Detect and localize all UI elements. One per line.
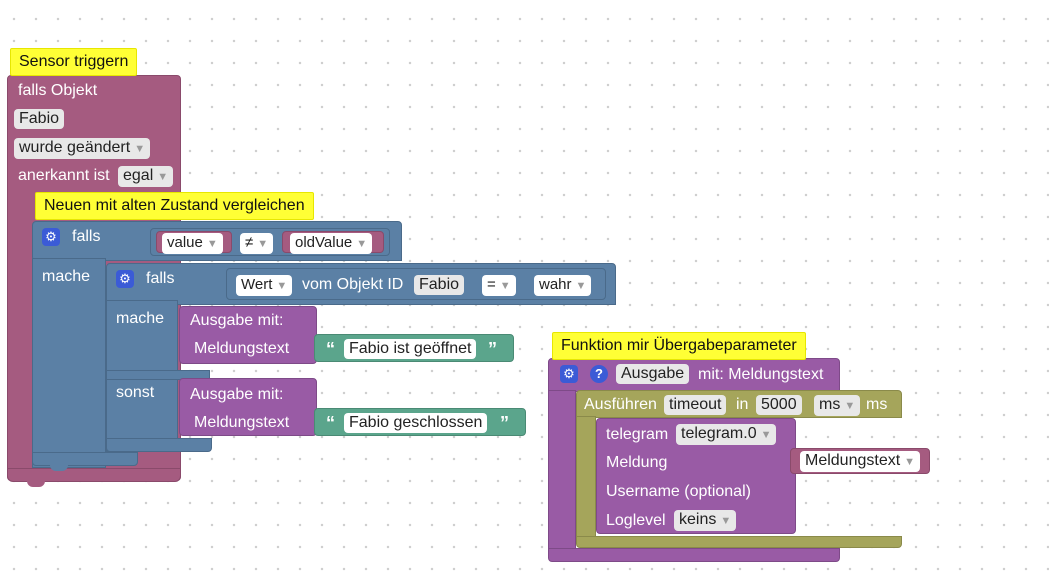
delay-input[interactable]: 5000 (756, 395, 802, 415)
function-name-text: Ausgabe (621, 365, 685, 382)
chevron-down-icon: ▼ (356, 238, 368, 250)
gear-icon[interactable]: ⚙ (116, 270, 134, 288)
block-notch (27, 481, 45, 487)
unit-label: ms (866, 396, 888, 413)
timeout-variable[interactable]: timeout (664, 395, 727, 415)
call-ausgabe-open[interactable] (179, 306, 317, 364)
falls-objekt-label: falls Objekt (18, 82, 98, 99)
outer-mache-label: mache (42, 268, 91, 285)
inner-operator-dropdown[interactable]: =▼ (482, 275, 516, 296)
oldvalue-dropdown-text: oldValue (295, 234, 353, 251)
call-open-param: Meldungstext (194, 340, 290, 357)
chevron-down-icon: ▼ (276, 280, 288, 292)
wert-dropdown-text: Wert (241, 276, 273, 293)
text-closed-value-text: Fabio geschlossen (349, 414, 483, 431)
trigger-object-id-text: Fabio (19, 110, 60, 127)
ack-dropdown-text: egal (123, 167, 154, 184)
quote-open-icon: “ (326, 413, 335, 433)
loglevel-label: Loglevel (606, 512, 666, 529)
chevron-down-icon: ▼ (760, 429, 772, 441)
telegram-instance-dropdown[interactable]: telegram.0▼ (676, 424, 777, 445)
inner-operator-text: = (487, 276, 496, 293)
meldung-label: Meldung (606, 454, 668, 471)
loglevel-dropdown-text: keins (679, 511, 717, 528)
text-closed-value[interactable]: Fabio geschlossen (344, 413, 488, 433)
inner-object-id-text: Fabio (419, 276, 460, 293)
call-open-label: Ausgabe mit: (190, 312, 284, 329)
username-label: Username (optional) (606, 483, 751, 500)
telegram-label: telegram (606, 426, 669, 443)
changed-dropdown[interactable]: wurde geändert▼ (14, 138, 151, 159)
chevron-down-icon: ▼ (844, 400, 856, 412)
comment-function[interactable]: Funktion mir Übergabeparameter (552, 332, 806, 360)
telegram-instance-text: telegram.0 (681, 425, 757, 442)
wahr-dropdown[interactable]: wahr▼ (534, 275, 592, 296)
operator-text: ≠ (245, 234, 254, 251)
block-notch (50, 465, 68, 471)
chevron-down-icon: ▼ (134, 143, 146, 155)
oldvalue-dropdown[interactable]: oldValue▼ (290, 233, 373, 254)
meldungstext-dropdown[interactable]: Meldungstext▼ (800, 451, 921, 472)
chevron-down-icon: ▼ (257, 238, 269, 250)
comment-sensor[interactable]: Sensor triggern (10, 48, 138, 76)
chevron-down-icon: ▼ (499, 280, 511, 292)
loglevel-dropdown[interactable]: keins▼ (674, 510, 737, 531)
gear-icon[interactable]: ⚙ (560, 365, 578, 383)
chevron-down-icon: ▼ (157, 171, 169, 183)
value-dropdown[interactable]: value▼ (162, 233, 223, 254)
ack-label: anerkannt ist (18, 167, 110, 184)
vom-objekt-label: vom Objekt ID (302, 276, 404, 293)
meldungstext-dropdown-text: Meldungstext (805, 452, 901, 469)
quote-close-icon: ” (488, 339, 497, 359)
function-with-label: mit: Meldungstext (698, 366, 824, 383)
changed-dropdown-text: wurde geändert (19, 139, 131, 156)
in-label: in (736, 396, 749, 413)
call-closed-param: Meldungstext (194, 414, 290, 431)
inner-falls-label: falls (146, 270, 175, 287)
timeout-bottom-bar (576, 536, 902, 548)
inner-if-bottom-bar (106, 438, 212, 452)
outer-falls-label: falls (72, 228, 101, 245)
run-label: Ausführen (584, 396, 657, 413)
chevron-down-icon: ▼ (720, 515, 732, 527)
wert-dropdown[interactable]: Wert▼ (236, 275, 293, 296)
quote-close-icon: ” (500, 413, 509, 433)
delay-input-text: 5000 (761, 396, 797, 413)
ack-dropdown[interactable]: egal▼ (118, 166, 174, 187)
help-icon[interactable]: ? (590, 365, 608, 383)
inner-if-sonst-bar (106, 370, 210, 380)
gear-icon[interactable]: ⚙ (42, 228, 60, 246)
function-def-bottom-bar (548, 548, 840, 562)
inner-sonst-label: sonst (116, 384, 155, 401)
comment-compare[interactable]: Neuen mit alten Zustand vergleichen (35, 192, 314, 220)
unit-dropdown-text: ms (819, 396, 841, 413)
chevron-down-icon: ▼ (206, 238, 218, 250)
wahr-dropdown-text: wahr (539, 276, 572, 293)
timeout-variable-text: timeout (669, 396, 722, 413)
outer-if-bottom-bar (32, 452, 138, 466)
chevron-down-icon: ▼ (904, 456, 916, 468)
outer-if-left-bar (32, 258, 106, 468)
text-open-value-text: Fabio ist geöffnet (349, 340, 472, 357)
call-ausgabe-closed[interactable] (179, 378, 317, 436)
inner-object-id[interactable]: Fabio (414, 275, 465, 295)
inner-mache-label: mache (116, 310, 165, 327)
call-closed-label: Ausgabe mit: (190, 386, 284, 403)
function-def-left-bar (548, 390, 576, 550)
timeout-left-bar (576, 416, 596, 540)
chevron-down-icon: ▼ (575, 280, 587, 292)
trigger-object-id[interactable]: Fabio (14, 109, 65, 129)
value-dropdown-text: value (167, 234, 203, 251)
text-open-value[interactable]: Fabio ist geöffnet (344, 339, 477, 359)
unit-dropdown[interactable]: ms▼ (814, 395, 861, 416)
operator-dropdown[interactable]: ≠▼ (240, 233, 274, 254)
event-block-bottom-bar (7, 468, 181, 482)
quote-open-icon: “ (326, 339, 335, 359)
function-name[interactable]: Ausgabe (616, 364, 690, 384)
